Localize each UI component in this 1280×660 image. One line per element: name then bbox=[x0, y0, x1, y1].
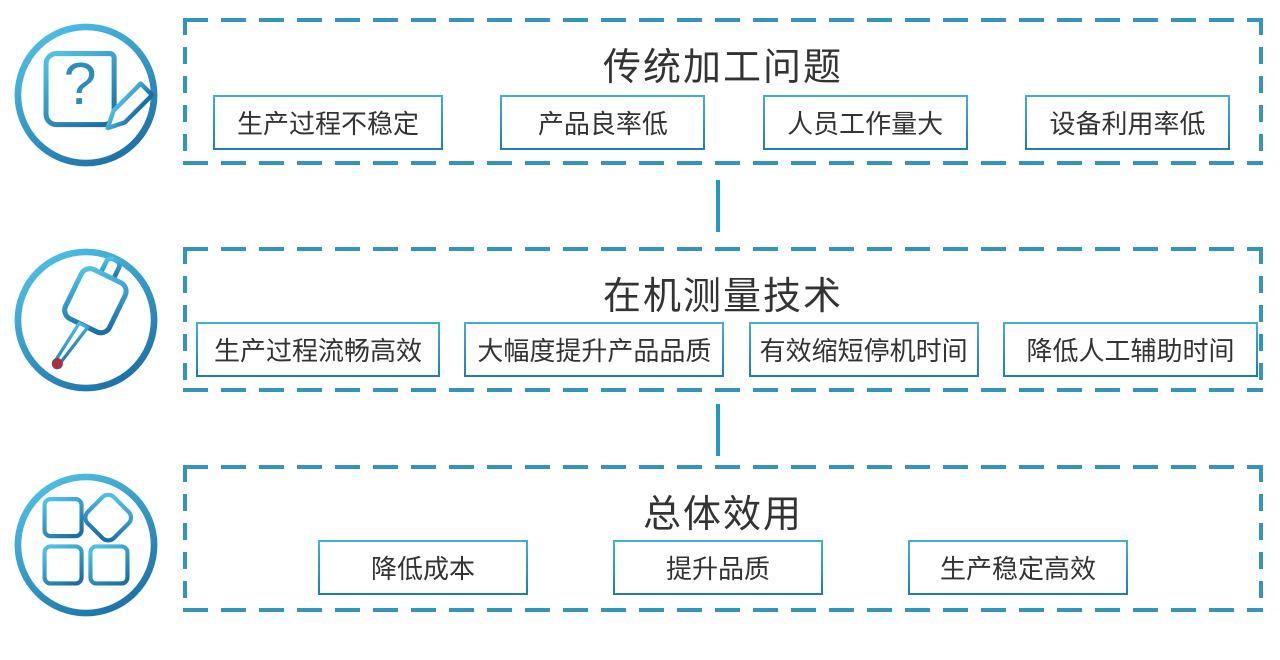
problem-box: 设备利用率低 bbox=[1024, 95, 1230, 150]
tech-benefit-box: 生产过程流畅高效 bbox=[196, 322, 440, 377]
svg-text:?: ? bbox=[64, 50, 97, 117]
box-row: 降低成本 提升品质 生产稳定高效 bbox=[183, 540, 1263, 595]
section-overall-benefits: 总体效用 降低成本 提升品质 生产稳定高效 bbox=[183, 465, 1263, 612]
section-on-machine-measurement: 在机测量技术 生产过程流畅高效 大幅度提升产品品质 有效缩短停机时间 降低人工辅… bbox=[183, 247, 1263, 392]
box-row: 生产过程流畅高效 大幅度提升产品品质 有效缩短停机时间 降低人工辅助时间 bbox=[196, 322, 1258, 377]
section-title: 总体效用 bbox=[642, 494, 803, 536]
tech-benefit-box: 降低人工辅助时间 bbox=[1002, 322, 1258, 377]
connector-line-2 bbox=[716, 404, 720, 456]
problem-box: 生产过程不稳定 bbox=[213, 95, 443, 150]
shapes-grid-icon bbox=[14, 473, 158, 617]
section-traditional-problems: 传统加工问题 生产过程不稳定 产品良率低 人员工作量大 设备利用率低 bbox=[183, 18, 1263, 165]
question-note-icon: ? bbox=[14, 23, 158, 167]
problem-box: 产品良率低 bbox=[500, 95, 706, 150]
measurement-probe-icon bbox=[14, 248, 158, 392]
connector-line-1 bbox=[716, 180, 720, 232]
overall-benefit-box: 生产稳定高效 bbox=[908, 540, 1128, 595]
tech-benefit-box: 有效缩短停机时间 bbox=[748, 322, 979, 377]
problem-box: 人员工作量大 bbox=[762, 95, 968, 150]
overall-benefit-box: 降低成本 bbox=[318, 540, 528, 595]
tech-benefit-box: 大幅度提升产品品质 bbox=[464, 322, 725, 377]
section-title: 在机测量技术 bbox=[602, 276, 843, 318]
box-row: 生产过程不稳定 产品良率低 人员工作量大 设备利用率低 bbox=[213, 95, 1230, 150]
overall-benefit-box: 提升品质 bbox=[613, 540, 823, 595]
section-title: 传统加工问题 bbox=[602, 47, 843, 89]
